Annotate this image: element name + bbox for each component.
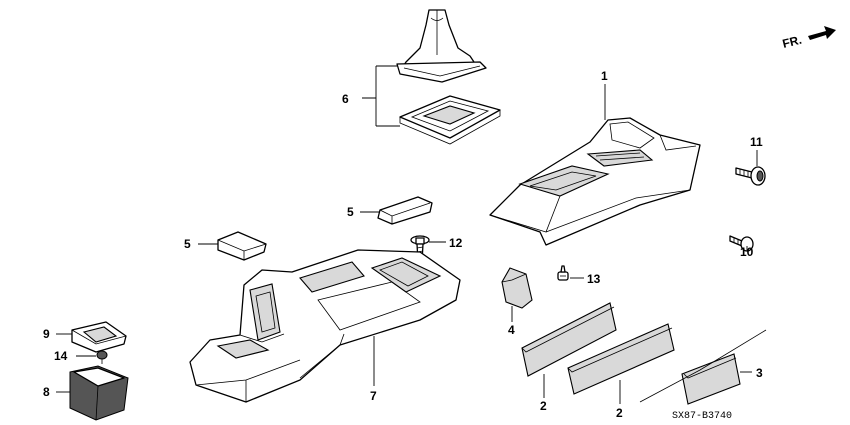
callout-14: 14 (54, 349, 96, 363)
callout-label-5a: 5 (347, 205, 354, 219)
lid-5-right (377, 196, 433, 225)
plate-3 (681, 353, 741, 405)
clip-14 (96, 350, 108, 364)
callout-2b: 2 (616, 380, 623, 420)
pad-4 (501, 267, 533, 309)
callout-11: 11 (750, 135, 763, 166)
pocket-8 (69, 365, 129, 421)
callout-1: 1 (601, 69, 608, 120)
callout-label-13: 13 (587, 272, 601, 286)
rear-console-part (489, 117, 701, 246)
callout-label-4: 4 (508, 323, 515, 337)
pad-2-right (567, 323, 675, 395)
callout-label-2b: 2 (616, 406, 623, 420)
cover-9 (71, 321, 127, 353)
callout-label-12: 12 (449, 236, 463, 250)
callout-label-1: 1 (601, 69, 608, 83)
callout-label-3: 3 (756, 366, 763, 380)
callout-9: 9 (43, 327, 72, 341)
lid-5-left (217, 231, 267, 261)
callout-6: 6 (342, 65, 400, 127)
tapping-screw-11 (735, 166, 766, 186)
fastener-13 (557, 265, 569, 281)
front-arrow-icon (808, 26, 836, 40)
callout-label-2a: 2 (540, 399, 547, 413)
shift-boot-plate (399, 95, 501, 145)
callout-7: 7 (370, 336, 377, 403)
callout-5b: 5 (184, 237, 218, 251)
callout-label-10: 10 (740, 245, 754, 259)
callout-4: 4 (508, 306, 515, 337)
direction-label: FR. (781, 33, 803, 51)
front-direction-indicator: FR. (781, 26, 836, 51)
callout-5a: 5 (347, 205, 380, 219)
callout-label-6: 6 (342, 92, 349, 106)
callout-label-5b: 5 (184, 237, 191, 251)
callout-label-8: 8 (43, 385, 50, 399)
diagram-code: SX87-B3740 (672, 411, 732, 422)
callout-10: 10 (740, 245, 754, 259)
callout-3: 3 (740, 366, 763, 380)
shift-boot (396, 9, 487, 83)
callout-label-7: 7 (370, 389, 377, 403)
callout-label-11: 11 (750, 135, 763, 149)
callout-label-14: 14 (54, 349, 68, 363)
front-console-part (189, 249, 461, 403)
floor-edge-line (639, 329, 767, 403)
callout-13: 13 (570, 272, 601, 286)
callout-12: 12 (429, 236, 463, 250)
callout-8: 8 (43, 385, 70, 399)
callout-2a: 2 (540, 374, 547, 413)
callout-label-9: 9 (43, 327, 50, 341)
pad-2-left (521, 302, 617, 377)
